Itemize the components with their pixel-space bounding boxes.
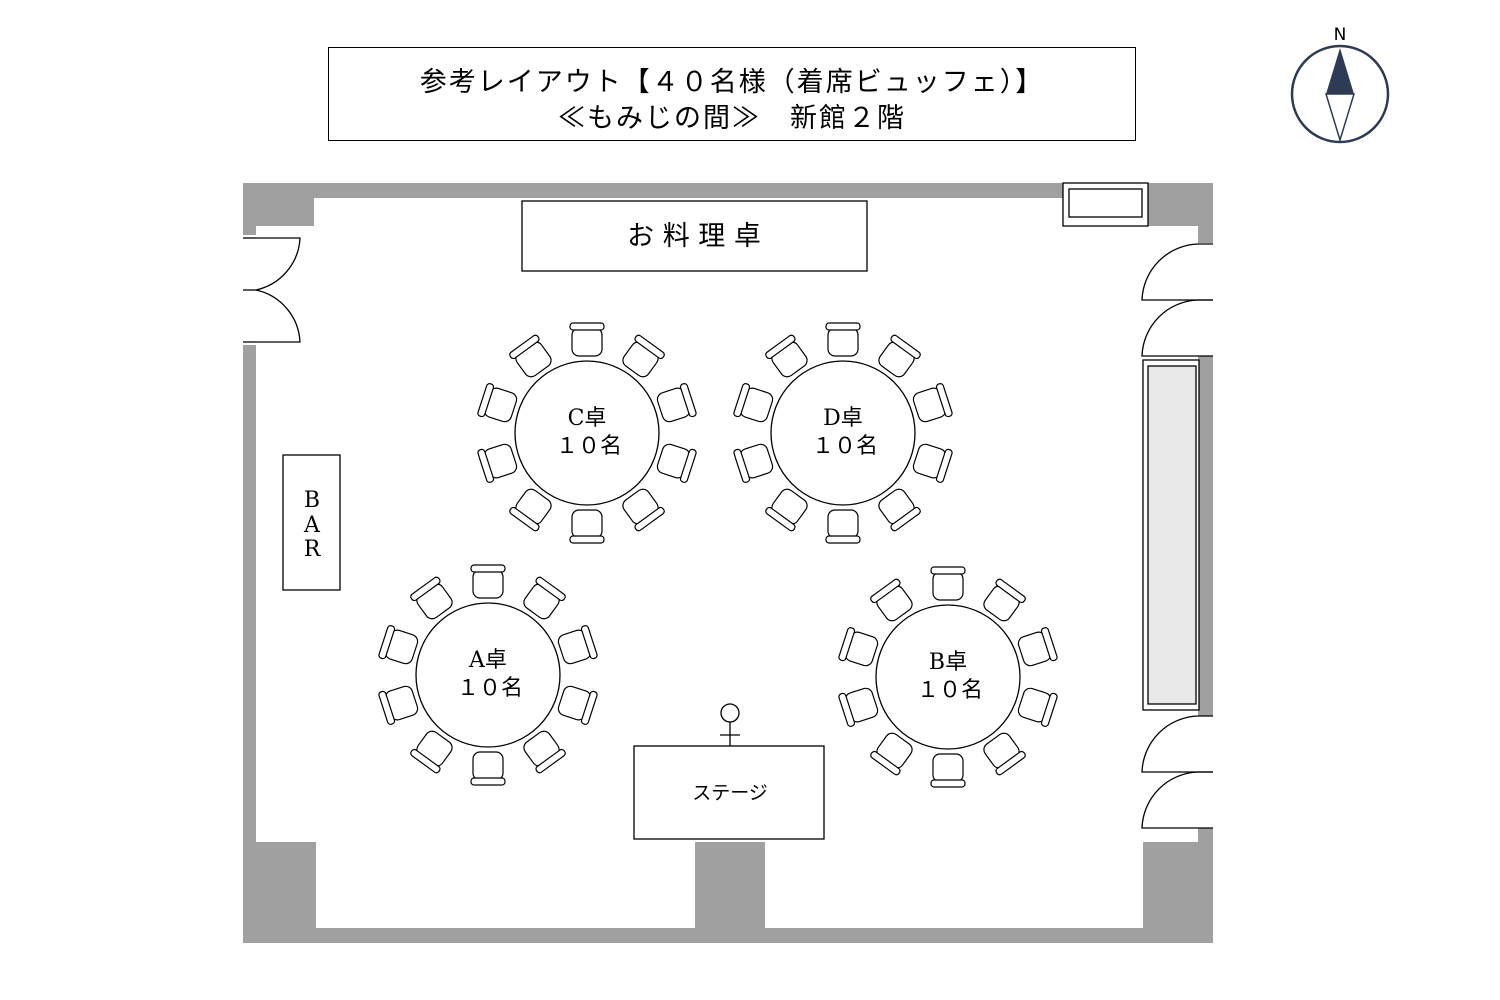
stage: ステージ (633, 703, 825, 840)
table-d-top (770, 360, 916, 506)
pillar-bottom-left (243, 842, 316, 943)
chair-icon (410, 576, 453, 620)
table-b: B卓 １０名 (838, 566, 1058, 788)
doors (243, 235, 1213, 829)
table-a-name: A卓 (468, 648, 507, 673)
chair-icon (509, 488, 552, 532)
stage-label: ステージ (692, 782, 768, 804)
table-d: D卓 １０名 (733, 322, 953, 544)
bar-label-letter-3: R (304, 537, 322, 562)
chair-icon (470, 751, 506, 786)
table-b-seats: １０名 (917, 678, 983, 703)
chair-icon (523, 576, 566, 620)
chair-icon (509, 334, 552, 378)
chair-icon (733, 443, 774, 483)
wall-right-window (1198, 356, 1213, 716)
compass: N (1290, 25, 1390, 144)
chair-icon (622, 488, 665, 532)
table-b-top (875, 604, 1021, 750)
chair-icon (983, 732, 1026, 776)
chair-icon (470, 564, 506, 599)
chair-icon (838, 687, 879, 727)
window (1142, 359, 1200, 711)
table-c-name: C卓 (568, 406, 607, 431)
door-right-lower (1141, 715, 1213, 829)
door-left (243, 235, 301, 345)
chair-icon (523, 730, 566, 774)
chair-icon (765, 488, 808, 532)
chair-icon (878, 488, 921, 532)
wall-top (243, 183, 1213, 198)
wall-left-lower (243, 345, 256, 943)
table-c: C卓 １０名 (477, 322, 697, 544)
table-b-name: B卓 (929, 650, 967, 675)
chair-icon (656, 443, 697, 483)
pillar-bottom-right (1143, 842, 1213, 943)
chair-icon (733, 383, 774, 423)
bar-label-letter-1: B (304, 488, 320, 513)
table-c-seats: １０名 (556, 434, 622, 459)
chair-icon (983, 578, 1026, 622)
microphone-icon (720, 703, 740, 746)
equipment-box (1062, 182, 1149, 227)
round-tables: C卓 １０名 D卓 １０名 A卓 １０名 B卓 １０名 (378, 322, 1058, 788)
chair-icon (930, 566, 966, 601)
chair-icon (825, 322, 861, 357)
compass-north-label: N (1334, 25, 1347, 45)
room-walls (243, 183, 1213, 943)
bar-counter: B A R (282, 454, 341, 591)
layout-title-box: 参考レイアウト【４０名様（着席ビュッフェ）】 ≪もみじの間≫ 新館２階 (328, 47, 1136, 141)
buffet-table-label: お 料 理 卓 (627, 221, 761, 252)
table-c-top (514, 360, 660, 506)
chair-icon (378, 685, 419, 725)
chair-icon (1017, 627, 1058, 667)
buffet-table: お 料 理 卓 (521, 200, 868, 272)
chair-icon (765, 334, 808, 378)
chair-icon (930, 753, 966, 788)
chair-icon (878, 334, 921, 378)
chair-icon (870, 732, 913, 776)
chair-icon (410, 730, 453, 774)
chair-icon (477, 383, 518, 423)
bar-label-letter-2: A (303, 513, 321, 538)
chair-icon (825, 509, 861, 544)
table-a: A卓 １０名 (378, 564, 598, 786)
chair-icon (870, 578, 913, 622)
table-d-seats: １０名 (812, 434, 878, 459)
chair-icon (557, 625, 598, 665)
door-right-upper (1141, 243, 1213, 357)
chair-icon (838, 627, 879, 667)
chair-icon (912, 443, 953, 483)
table-a-seats: １０名 (457, 676, 523, 701)
pillar-top-left (243, 183, 314, 226)
pillar-top-right (1148, 183, 1213, 226)
chair-icon (378, 625, 419, 665)
chair-icon (622, 334, 665, 378)
table-d-name: D卓 (823, 406, 863, 431)
chair-icon (1017, 687, 1058, 727)
room-subtitle: ≪もみじの間≫ 新館２階 (558, 103, 906, 134)
chair-icon (569, 322, 605, 357)
table-a-top (415, 602, 561, 748)
layout-title: 参考レイアウト【４０名様（着席ビュッフェ）】 (419, 67, 1045, 98)
chair-icon (912, 383, 953, 423)
compass-needle-south-icon (1324, 93, 1356, 143)
chair-icon (477, 443, 518, 483)
chair-icon (569, 509, 605, 544)
chair-icon (557, 685, 598, 725)
chair-icon (656, 383, 697, 423)
compass-needle-north-icon (1326, 48, 1354, 94)
pillar-bottom-mid (695, 842, 765, 943)
